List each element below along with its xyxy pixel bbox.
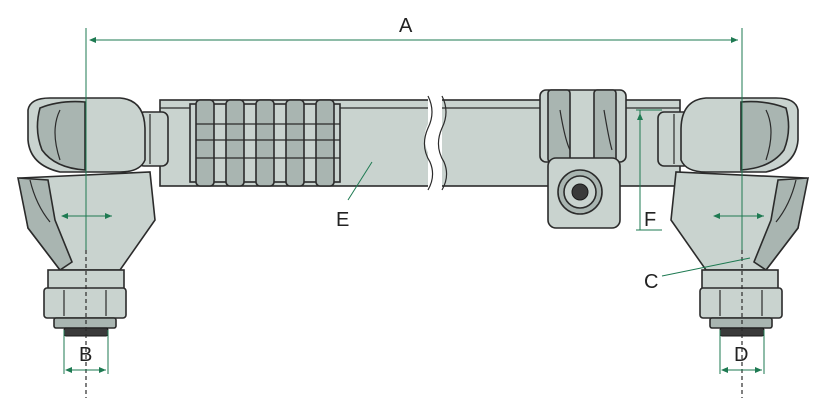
left-ball-joint xyxy=(17,97,156,337)
centerlines xyxy=(85,250,743,398)
right-ball-joint xyxy=(670,97,809,337)
leader-c xyxy=(661,257,751,277)
leader-e xyxy=(347,161,373,201)
ribbed-sleeve xyxy=(189,99,341,187)
label-d: D xyxy=(734,344,748,366)
dimension-f xyxy=(636,109,662,231)
dimension-d xyxy=(719,330,765,374)
clamp xyxy=(539,89,627,229)
label-a: A xyxy=(399,15,413,37)
label-e: E xyxy=(336,209,349,231)
label-b: B xyxy=(79,344,92,366)
label-c: C xyxy=(644,271,658,293)
label-f: F xyxy=(644,209,656,231)
dimension-b xyxy=(63,330,109,374)
